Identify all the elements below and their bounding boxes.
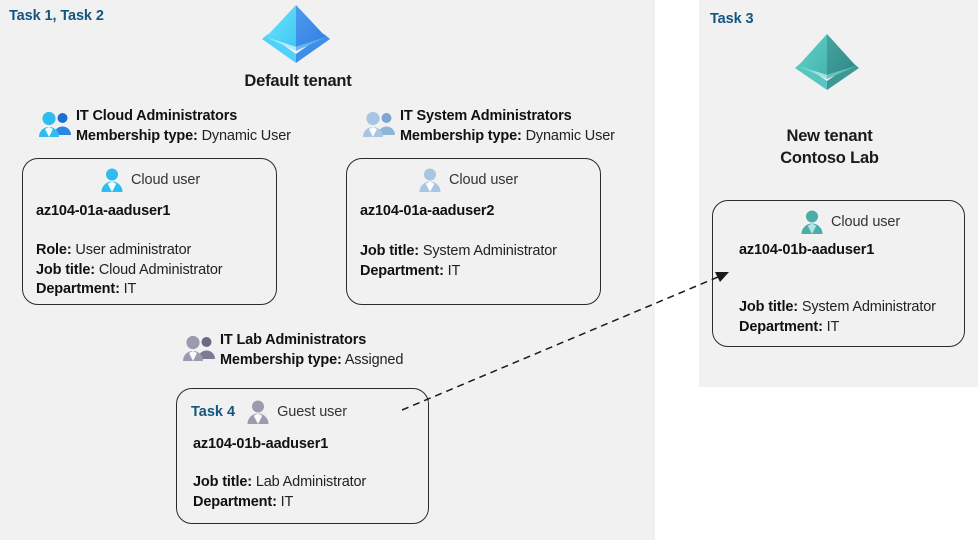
card-user-type: Cloud user [831, 214, 901, 230]
card-attributes: Job title: System Administrator Departme… [360, 242, 557, 281]
group-membership-label: Membership type: [220, 352, 342, 368]
card-header: Cloud user [99, 167, 200, 193]
card-attr-label: Job title: [36, 261, 95, 278]
card-attr-value: IT [280, 493, 294, 510]
group-name: IT Cloud Administrators [76, 108, 238, 124]
card-user-type: Cloud user [449, 172, 519, 188]
user-card-az104-01a-aaduser2[interactable]: Cloud user az104-01a-aaduser2 Job title:… [346, 158, 601, 305]
group-membership-label: Membership type: [400, 128, 522, 144]
group-membership: Membership type: Dynamic User [76, 126, 291, 147]
card-attr-label: Job title: [739, 299, 798, 315]
card-attributes: Role: User administrator Job title: Clou… [36, 241, 223, 300]
group-users-icon [182, 334, 216, 362]
default-tenant-logo-icon [258, 1, 334, 63]
card-attr-value: IT [447, 262, 461, 279]
group-membership-value: Dynamic User [525, 128, 615, 144]
card-username: az104-01b-aaduser1 [739, 242, 875, 258]
group-membership-label: Membership type: [76, 128, 198, 144]
group-users-icon [38, 110, 72, 138]
user-card-az104-01b-aaduser1[interactable]: Cloud user az104-01b-aaduser1 Job title:… [712, 200, 965, 347]
card-attr-value: User administrator [75, 242, 192, 258]
card-attr-row: Department: IT [193, 493, 366, 513]
group-membership-value: Dynamic User [201, 128, 291, 144]
group-users-icon [362, 110, 396, 138]
card-attr-value: IT [123, 281, 137, 297]
new-tenant-title: New tenant Contoso Lab [727, 125, 932, 170]
card-attr-label: Department: [360, 262, 444, 279]
card-attr-label: Job title: [360, 243, 419, 259]
group-text-block: IT Lab Administrators Membership type: A… [220, 330, 403, 371]
card-attr-value: System Administrator [422, 243, 557, 259]
new-tenant-title-line2: Contoso Lab [780, 149, 879, 168]
card-attr-row: Department: IT [360, 262, 557, 282]
task-label-card: Task 4 [191, 404, 236, 420]
group-membership: Membership type: Dynamic User [400, 126, 615, 147]
group-text-block: IT System Administrators Membership type… [400, 106, 615, 147]
task-label-right: Task 3 [710, 11, 754, 27]
card-attr-row: Role: User administrator [36, 241, 223, 261]
card-attr-label: Department: [36, 281, 120, 297]
card-attr-row: Job title: System Administrator [739, 298, 936, 318]
card-username: az104-01a-aaduser2 [360, 203, 495, 219]
cloud-user-icon [417, 167, 443, 193]
card-header: Cloud user [417, 167, 518, 193]
card-attr-row: Department: IT [36, 280, 223, 300]
card-username: az104-01a-aaduser1 [36, 203, 171, 219]
card-attr-label: Job title: [193, 474, 252, 490]
card-user-type: Cloud user [131, 172, 201, 188]
card-attributes: Job title: Lab Administrator Department:… [193, 473, 366, 512]
task-label-left: Task 1, Task 2 [9, 8, 104, 24]
user-card-az104-01a-aaduser1[interactable]: Cloud user az104-01a-aaduser1 Role: User… [22, 158, 277, 305]
card-attr-label: Department: [193, 493, 277, 510]
cloud-user-icon [99, 167, 125, 193]
new-tenant-title-line1: New tenant [786, 127, 873, 145]
default-tenant-panel [0, 0, 655, 540]
group-text-block: IT Cloud Administrators Membership type:… [76, 106, 291, 147]
card-attr-row: Job title: System Administrator [360, 242, 557, 262]
group-membership-value: Assigned [344, 352, 404, 368]
user-card-guest-az104-01b-aaduser1[interactable]: Task 4 Guest user az104-01b-aaduser1 Job… [176, 388, 429, 524]
default-tenant-title: Default tenant [244, 72, 352, 90]
card-attr-row: Job title: Cloud Administrator [36, 261, 223, 281]
group-name: IT Lab Administrators [220, 332, 367, 348]
group-name: IT System Administrators [400, 108, 572, 124]
card-user-type: Guest user [277, 404, 347, 420]
card-attr-label: Role: [36, 242, 72, 258]
guest-user-icon [245, 399, 271, 425]
card-attr-value: Lab Administrator [255, 474, 367, 490]
card-header: Cloud user [799, 209, 900, 235]
cloud-user-icon [799, 209, 825, 235]
new-tenant-logo-icon [791, 30, 863, 92]
card-header: Task 4 Guest user [191, 399, 347, 425]
card-attr-value: Cloud Administrator [98, 261, 223, 278]
card-attr-row: Department: IT [739, 318, 936, 338]
group-membership: Membership type: Assigned [220, 350, 403, 371]
card-attr-value: System Administrator [801, 299, 936, 315]
card-username: az104-01b-aaduser1 [193, 436, 329, 452]
card-attr-row: Job title: Lab Administrator [193, 473, 366, 493]
card-attr-label: Department: [739, 318, 823, 335]
card-attributes: Job title: System Administrator Departme… [739, 298, 936, 337]
card-attr-value: IT [826, 318, 840, 335]
